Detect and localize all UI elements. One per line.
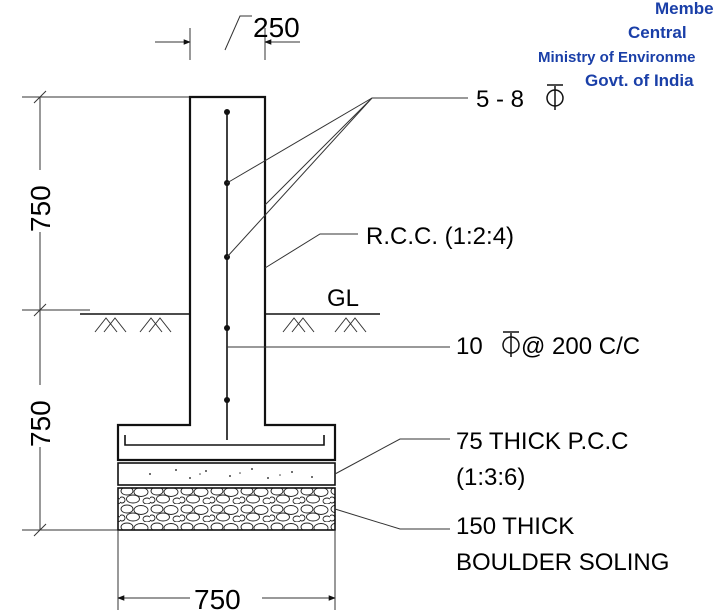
stamp-line-2: Central	[628, 23, 687, 42]
height-dimensions: 750 750	[22, 90, 190, 537]
stamp-line-3: Ministry of Environme	[538, 49, 696, 66]
bar-diameter-symbol-icon	[546, 84, 564, 110]
lower-height-value: 750	[25, 400, 56, 447]
main-bars-callout: 5 - 8	[226, 84, 564, 258]
stem-width-value: 250	[253, 12, 300, 43]
soling-callout: 150 THICK BOULDER SOLING	[334, 508, 669, 576]
distribution-bars-callout: 10 @ 200 C/C	[227, 331, 640, 360]
pcc-callout: 75 THICK P.C.C (1:3:6)	[334, 428, 629, 491]
rcc-callout: R.C.C. (1:2:4)	[264, 223, 514, 269]
pcc-label-line2: (1:3:6)	[456, 464, 525, 491]
base-width-dimension: 750	[117, 530, 336, 613]
stem-width-dimension: 250	[155, 12, 300, 60]
distribution-diameter-symbol-icon	[502, 331, 520, 357]
soling-label-line2: BOULDER SOLING	[456, 549, 669, 576]
authority-stamp: Membe Central Ministry of Environme Govt…	[538, 0, 714, 90]
boulder-soling-layer	[117, 487, 336, 531]
ground-level-label: GL	[327, 285, 359, 312]
pcc-label-line1: 75 THICK P.C.C	[456, 428, 629, 455]
distribution-bars-size: 10	[456, 333, 483, 360]
ground-line: GL	[80, 285, 380, 333]
stamp-line-4: Govt. of India	[585, 71, 694, 90]
pcc-layer	[117, 462, 336, 486]
main-bars-label: 5 - 8	[476, 86, 524, 113]
upper-height-value: 750	[25, 185, 56, 232]
soling-label-line1: 150 THICK	[456, 513, 574, 540]
rcc-label: R.C.C. (1:2:4)	[366, 223, 514, 250]
base-width-value: 750	[194, 584, 241, 613]
distribution-bars-spacing: @ 200 C/C	[521, 333, 640, 360]
rcc-wall-section	[116, 95, 337, 462]
stamp-line-1: Membe	[655, 0, 714, 18]
